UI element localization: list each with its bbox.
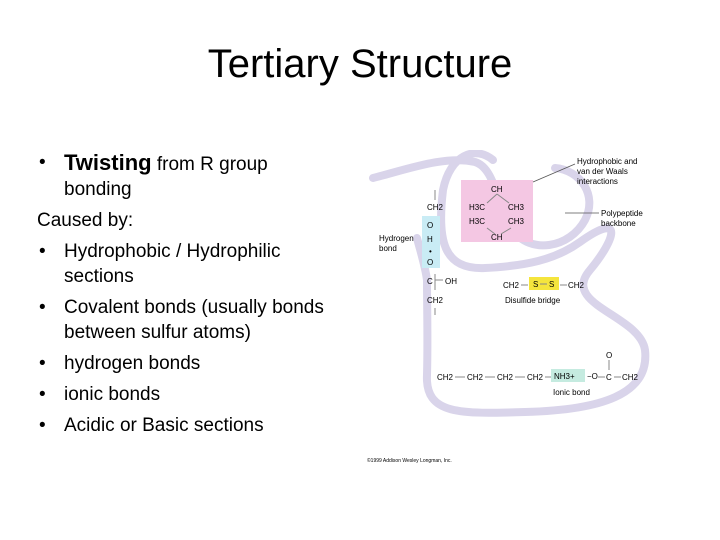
bullet-dot: • [39, 353, 46, 374]
chain-bond [500, 227, 512, 235]
ch2-label: CH2 [568, 281, 585, 290]
ch-label: CH [491, 233, 503, 242]
bullet-item: • ionic bonds [37, 382, 337, 407]
bullet-dot: • [39, 241, 46, 262]
bullet-text: hydrogen bonds [64, 353, 201, 374]
ch3-label: CH3 [508, 203, 525, 212]
ch-label: CH [491, 185, 503, 194]
o-label: O [427, 258, 433, 267]
c-label: C [427, 277, 433, 286]
ionic-box [551, 369, 585, 382]
callout-line [532, 163, 576, 183]
bullet-dot: • [39, 415, 46, 436]
copyright-text: ©1999 Addison Wesley Longman, Inc. [367, 457, 452, 464]
dots: • [429, 247, 432, 256]
o-label: O [606, 351, 612, 360]
bullet-item: • Covalent bonds (usually bonds between s… [37, 295, 337, 345]
ch2-label: CH2 [497, 373, 514, 382]
hydrophobic-box [461, 180, 533, 242]
ch2-label: CH2 [622, 373, 639, 382]
s-label: S [549, 280, 554, 289]
ch2-label: CH2 [503, 281, 520, 290]
slide-title: Tertiary Structure [207, 42, 513, 86]
chain-bond [486, 227, 496, 235]
bullet-dot: • [39, 152, 46, 173]
twisting-bold: Twisting [64, 150, 152, 175]
ionic-bond-label: Ionic bond [553, 388, 590, 397]
c-label: C [606, 373, 612, 382]
bullet-text: Acidic or Basic sections [64, 415, 264, 436]
ch3-label: CH3 [508, 217, 525, 226]
hydrophobic-label: van der Waals [577, 167, 628, 176]
bullet-list: • Twisting from R group bonding Caused b… [37, 150, 337, 444]
hydrogen-bond-box [422, 216, 440, 268]
disulfide-label: Disulfide bridge [505, 296, 561, 305]
bullet-text: Covalent bonds (usually bonds between su… [64, 297, 324, 343]
caused-by: Caused by: [37, 210, 134, 231]
bullet-text: Hydrophobic / Hydrophilic sections [64, 241, 281, 287]
oh-label: OH [445, 277, 457, 286]
o-minus-label: −O [587, 372, 598, 381]
ch2-label: CH2 [527, 373, 544, 382]
ch2-label: CH2 [427, 203, 444, 212]
h-label: H [427, 235, 433, 244]
backbone-label: Polypeptide [601, 209, 643, 218]
hydrogen-bond-label: Hydrogen [379, 234, 414, 243]
nh3-label: NH3+ [554, 372, 575, 381]
o-label: O [427, 221, 433, 230]
chain-bond [486, 193, 498, 204]
ch2-label: CH2 [427, 296, 444, 305]
backbone-label: backbone [601, 219, 636, 228]
hydrophobic-label: interactions [577, 177, 618, 186]
bullet-text: ionic bonds [64, 384, 161, 405]
backbone-ribbon [422, 150, 650, 417]
chain-bond [496, 193, 510, 204]
bullet-dot: • [39, 297, 46, 318]
bullet-item: • Hydrophobic / Hydrophilic sections [37, 239, 337, 289]
ch2-label: CH2 [467, 373, 484, 382]
bullet-twisting: • Twisting from R group bonding [37, 150, 337, 202]
ch2-label: CH2 [437, 373, 454, 382]
bullet-item: • Acidic or Basic sections [37, 413, 337, 438]
bullet-item: • hydrogen bonds [37, 351, 337, 376]
hydrogen-bond-label: bond [379, 244, 397, 253]
h3c-label: H3C [469, 217, 485, 226]
h3c-label: H3C [469, 203, 485, 212]
hydrophobic-label: Hydrophobic and [577, 157, 637, 166]
tertiary-structure-diagram: CH2 O H • O C OH CH2 Hydrogen bond CH H3… [367, 150, 650, 464]
s-label: S [533, 280, 538, 289]
twisting-text: from R group bonding [64, 154, 268, 200]
bullet-dot: • [39, 384, 46, 405]
